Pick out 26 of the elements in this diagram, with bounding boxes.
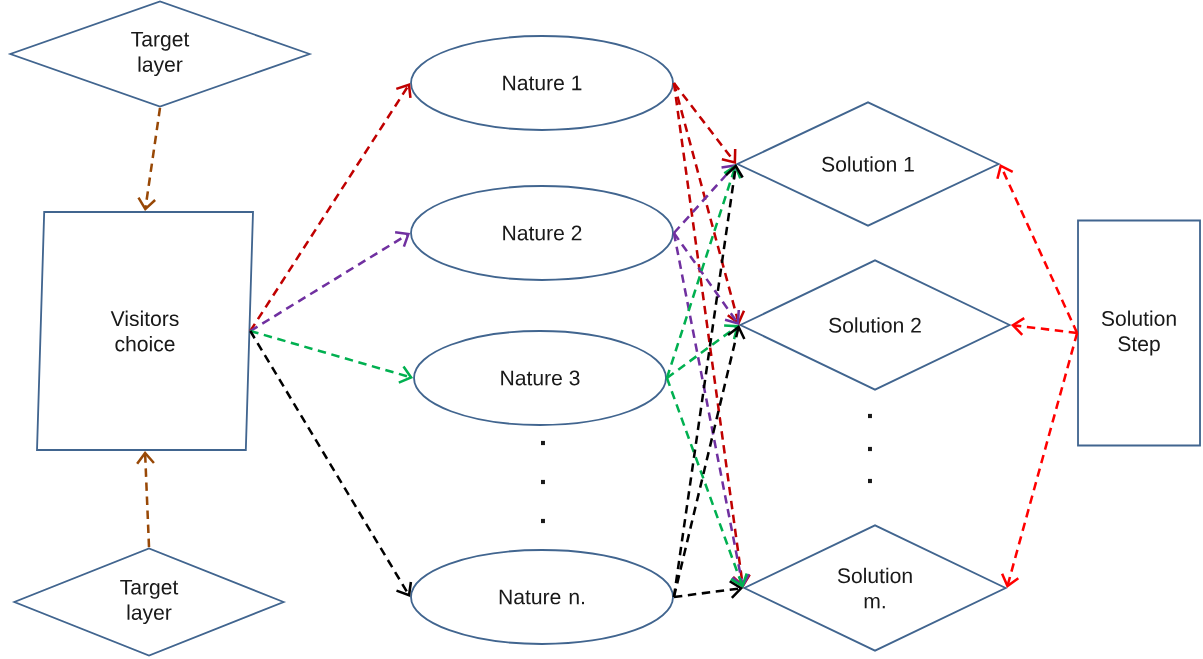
dot-label: .: [541, 518, 545, 524]
arrow: [665, 164, 742, 379]
arrow: [673, 580, 744, 599]
dot-label: .: [868, 446, 872, 452]
input-parallelogram: Visitors choice: [36, 211, 254, 451]
arrow: [672, 325, 746, 598]
arrow: [249, 231, 411, 333]
arrow: [665, 377, 748, 588]
arrow: [672, 82, 737, 164]
arrow: [137, 107, 162, 212]
arrow: [249, 329, 414, 384]
dot-label: .: [868, 478, 872, 484]
arrow: [672, 82, 746, 325]
arrow: [1010, 317, 1078, 336]
arrow: [249, 330, 413, 597]
arrow: [996, 164, 1079, 334]
arrow: [673, 164, 737, 234]
arrow: [672, 232, 751, 588]
dot-label: .: [541, 479, 545, 485]
process-box: Solution Step: [1077, 219, 1201, 447]
arrow: [136, 450, 155, 548]
arrow: [249, 83, 412, 332]
arrow: [666, 324, 740, 380]
arrow: [672, 82, 751, 588]
arrow: [1000, 332, 1079, 588]
arrow: [672, 232, 741, 325]
